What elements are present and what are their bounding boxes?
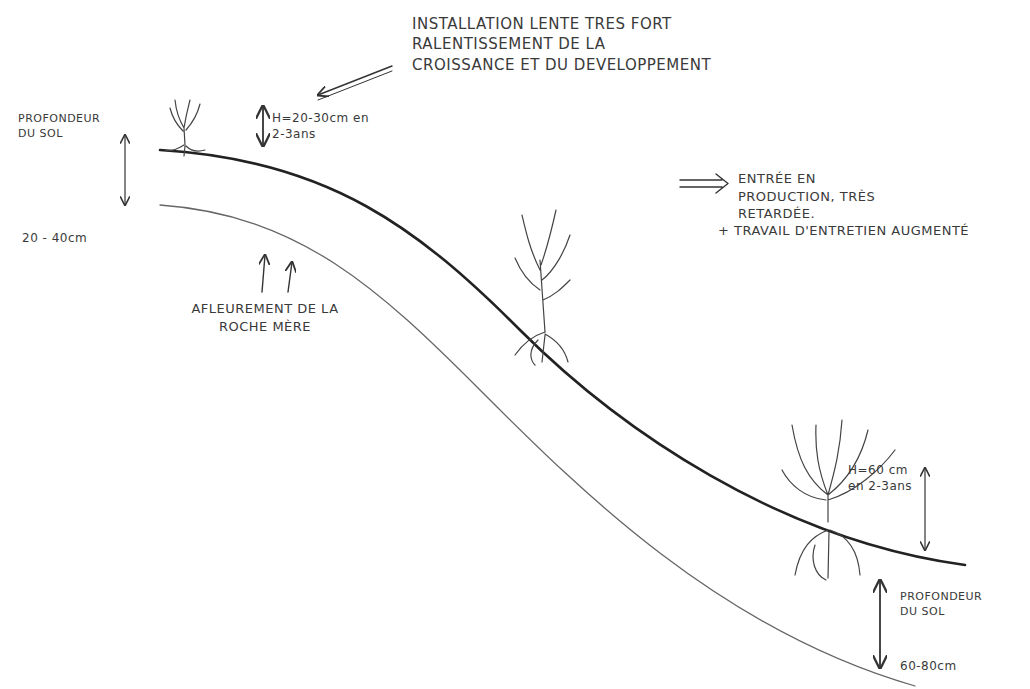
depth-arrow — [879, 580, 881, 668]
note-text: INSTALLATION LENTE TRES FORT RALENTISSEM… — [412, 14, 712, 75]
depth-value: 60-80cm — [900, 658, 1000, 674]
outcrop-arrow — [288, 262, 292, 292]
outcrop-label: AFLEUREMENT DE LA ROCHE MÈRE — [190, 300, 340, 335]
leader-arrow — [318, 66, 392, 95]
depth-arrow — [124, 135, 125, 205]
small-plant — [165, 100, 205, 156]
consequence-note: ENTRÉE EN PRODUCTION, TRÈS RETARDÉE. — [738, 170, 888, 223]
depth-label: PROFONDEUR DU SOL — [900, 590, 1000, 620]
depth-value: 20 - 40cm — [22, 230, 112, 246]
medium-plant — [515, 210, 570, 365]
large-plant — [782, 420, 895, 580]
consequence-note: + TRAVAIL D'ENTRETIEN AUGMENTÉ — [718, 222, 978, 240]
soil-surface — [160, 150, 965, 565]
height-arrow — [262, 106, 264, 146]
bedrock-line — [160, 205, 915, 686]
height-dimension: H=60 cm en 2-3ans — [848, 462, 920, 494]
depth-label: PROFONDEUR DU SOL — [18, 112, 110, 142]
implies-arrow — [680, 174, 728, 193]
leader-arrow — [318, 71, 392, 100]
outcrop-arrow — [262, 255, 265, 292]
height-dimension: H=20-30cm en 2-3ans — [272, 110, 382, 142]
height-arrow — [924, 468, 925, 550]
